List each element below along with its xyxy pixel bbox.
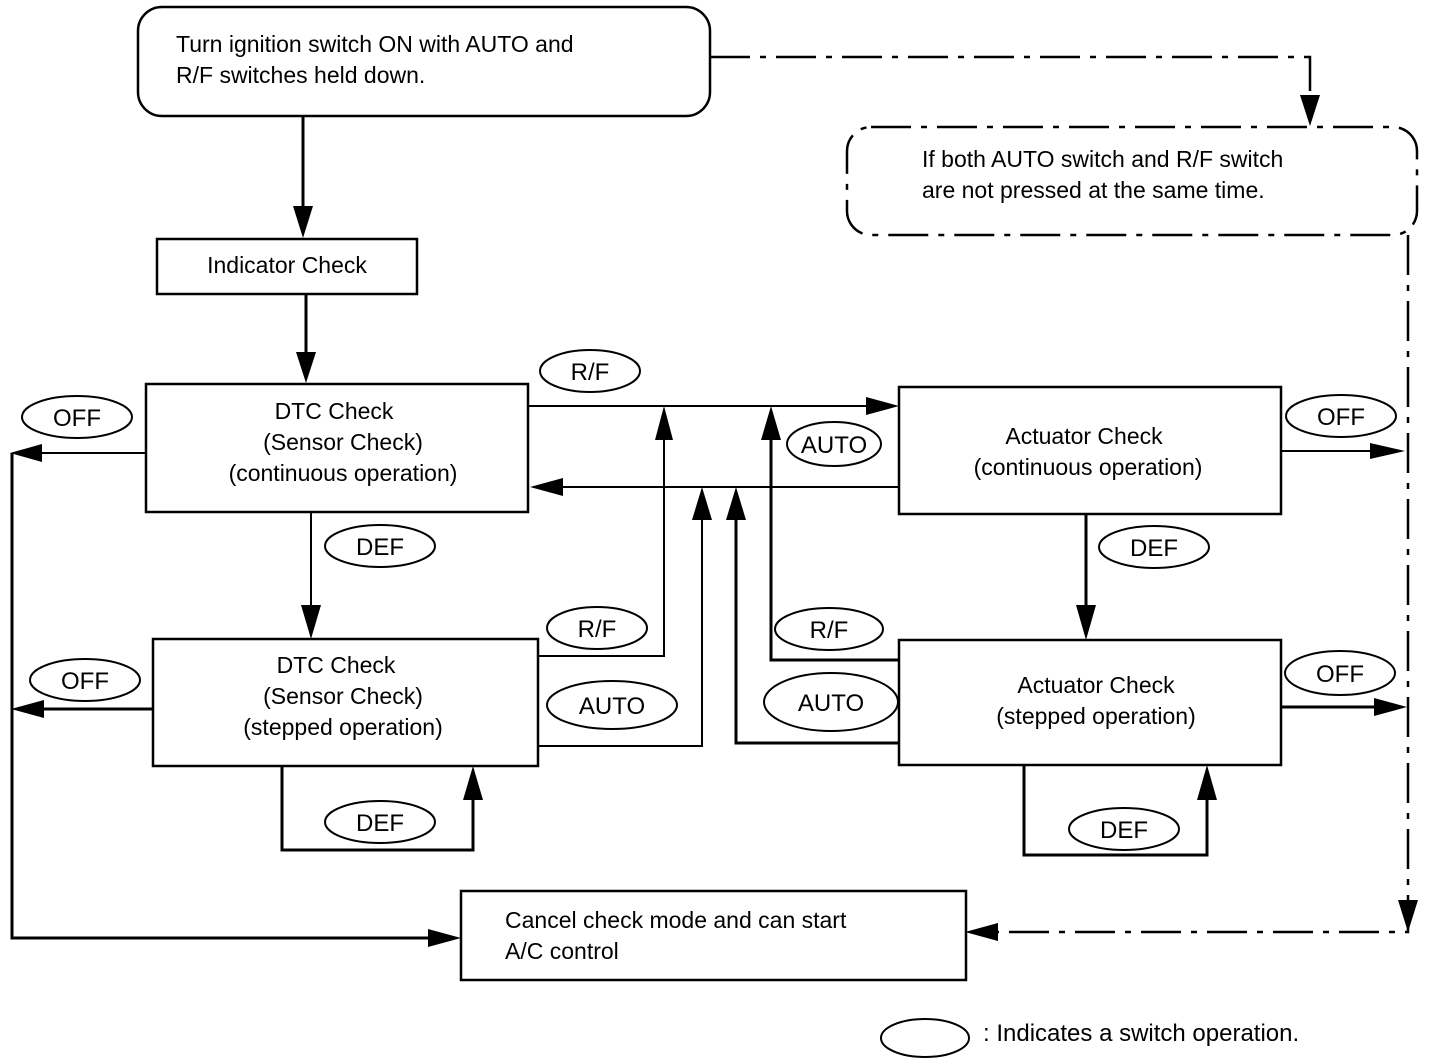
node-dtc-cont-line-1: DTC Check <box>275 398 394 424</box>
arrowhead <box>965 923 998 941</box>
node-actuator-stepped: Actuator Check (stepped operation) <box>897 638 1283 767</box>
node-dtc-continuous: DTC Check (Sensor Check) (continuous ope… <box>144 382 530 514</box>
arrowhead <box>10 444 42 462</box>
arrowhead <box>463 766 483 800</box>
node-indicator-check: Indicator Check <box>155 237 419 296</box>
switch-label: R/F <box>571 359 610 386</box>
legend-oval-icon <box>880 1018 970 1058</box>
node-act-cont-line-1: Actuator Check <box>1005 423 1163 449</box>
edge-act-step-loop <box>1022 765 1209 857</box>
node-dtc-stepped: DTC Check (Sensor Check) (stepped operat… <box>151 637 540 768</box>
switch-label: AUTO <box>798 690 864 717</box>
node-start-line-2: R/F switches held down. <box>176 62 425 88</box>
node-cancel: Cancel check mode and can start A/C cont… <box>459 889 968 982</box>
switch-label: OFF <box>1316 661 1364 688</box>
switch-rf-dtc-stepped: R/F <box>546 606 648 650</box>
node-cancel-line-2: A/C control <box>505 938 619 964</box>
node-dtc-step-line-1: DTC Check <box>277 652 396 678</box>
switch-label: OFF <box>61 668 109 695</box>
node-cancel-line-1: Cancel check mode and can start <box>505 907 847 933</box>
switch-def-dtc-stepped-loop: DEF <box>324 800 436 844</box>
arrowhead <box>1300 95 1320 126</box>
node-act-step-line-1: Actuator Check <box>1017 672 1175 698</box>
node-start: Turn ignition switch ON with AUTO and R/… <box>136 5 712 118</box>
arrowhead <box>293 206 313 238</box>
arrowhead <box>530 478 563 496</box>
node-not-pressed: If both AUTO switch and R/F switch are n… <box>845 125 1419 237</box>
arrowhead <box>1076 605 1096 640</box>
legend-text: : Indicates a switch operation. <box>983 1020 1299 1047</box>
arrowhead <box>1370 443 1405 459</box>
arrowhead <box>11 700 44 718</box>
arrowhead <box>761 406 781 440</box>
arrowhead <box>1374 698 1407 716</box>
switch-off-dtc-continuous: OFF <box>21 395 133 439</box>
switch-off-dtc-stepped: OFF <box>29 658 141 702</box>
arrowhead <box>296 352 316 383</box>
edge-dtc-step-loop <box>280 766 475 852</box>
edge-left-rail-to-cancel <box>10 453 440 940</box>
switch-label: OFF <box>53 405 101 432</box>
switch-label: AUTO <box>801 432 867 459</box>
node-indicator-check-label: Indicator Check <box>207 252 367 278</box>
node-not-pressed-line-1: If both AUTO switch and R/F switch <box>922 146 1283 172</box>
node-not-pressed-line-2: are not pressed at the same time. <box>922 177 1265 203</box>
node-dtc-step-line-3: (stepped operation) <box>243 714 442 740</box>
switch-label: DEF <box>1100 817 1148 844</box>
legend: : Indicates a switch operation. <box>880 1018 1299 1058</box>
switch-def-actuator-continuous: DEF <box>1098 525 1210 569</box>
node-actuator-continuous: Actuator Check (continuous operation) <box>897 385 1283 516</box>
switch-rf-actuator-stepped: R/F <box>774 607 884 651</box>
switch-auto-top: AUTO <box>786 421 882 467</box>
arrowhead <box>655 406 673 440</box>
node-dtc-step-line-2: (Sensor Check) <box>263 683 423 709</box>
arrowhead <box>301 605 321 639</box>
arrowhead <box>428 929 461 947</box>
arrowhead <box>692 487 712 520</box>
switch-label: DEF <box>356 534 404 561</box>
node-act-cont-line-2: (continuous operation) <box>974 454 1203 480</box>
edge-act-step-rf <box>769 420 899 662</box>
edge-start-to-not-pressed <box>710 55 1312 110</box>
node-dtc-cont-line-3: (continuous operation) <box>229 460 458 486</box>
arrowhead <box>726 487 746 520</box>
switch-label: R/F <box>578 616 617 643</box>
node-start-line-1: Turn ignition switch ON with AUTO and <box>176 31 574 57</box>
arrowhead <box>1398 900 1418 932</box>
edge-dtc-step-rf <box>538 420 665 657</box>
switch-label: OFF <box>1317 404 1365 431</box>
edge-dtc-step-auto <box>538 500 703 747</box>
edge-right-rail-to-cancel <box>985 235 1410 934</box>
switch-auto-actuator-stepped: AUTO <box>763 672 899 732</box>
switch-label: DEF <box>1130 535 1178 562</box>
node-act-step-line-2: (stepped operation) <box>996 703 1195 729</box>
switch-label: R/F <box>810 617 849 644</box>
arrowhead <box>1197 765 1217 800</box>
arrowhead <box>866 397 899 415</box>
switch-auto-dtc-stepped: AUTO <box>546 680 678 730</box>
edge-act-step-auto <box>734 500 899 745</box>
switch-def-actuator-stepped-loop: DEF <box>1068 807 1180 851</box>
switch-label: AUTO <box>579 693 645 720</box>
switch-off-actuator-continuous: OFF <box>1285 394 1397 438</box>
switch-rf-top: R/F <box>539 349 641 393</box>
switch-off-actuator-stepped: OFF <box>1284 650 1396 696</box>
switch-label: DEF <box>356 810 404 837</box>
node-dtc-cont-line-2: (Sensor Check) <box>263 429 423 455</box>
switch-def-dtc-continuous: DEF <box>324 524 436 568</box>
connectors <box>10 55 1418 947</box>
